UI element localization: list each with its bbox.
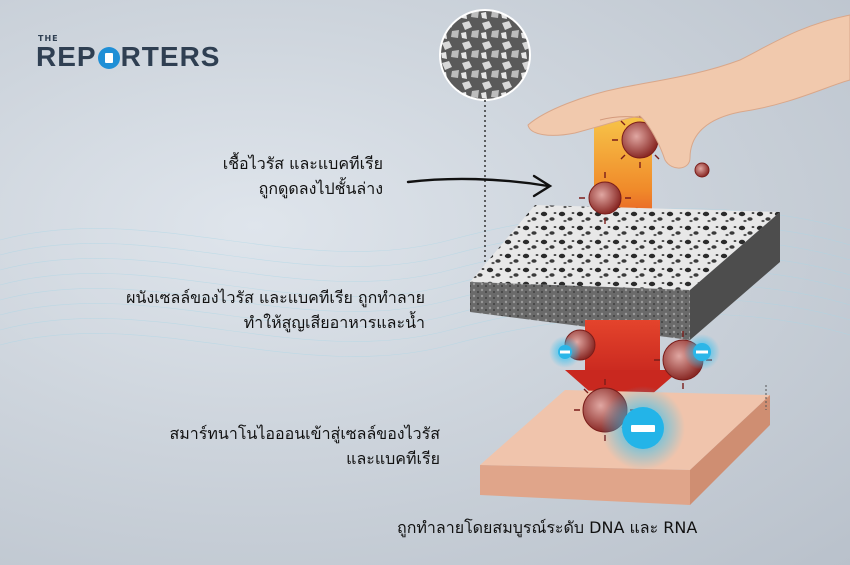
network-wave-background [0, 208, 850, 357]
logo-wordmark: REP RTERS [36, 41, 220, 73]
logo-part2: RTERS [120, 41, 221, 72]
label-membrane-line1: ผนังเซลล์ของไวรัส และแบคทีเรีย ถูกทำลาย [126, 288, 425, 307]
label-ion-line1: สมาร์ทนาโนไอออนเข้าสู่เซลล์ของไวรัส [169, 424, 440, 443]
label-virus-drawn-line2: ถูกดูดลงไปชั้นล่าง [258, 179, 383, 198]
label-ion-line2: และแบคทีเรีย [346, 449, 440, 468]
hand [527, 14, 850, 169]
label-virus-drawn-down: เชื้อไวรัส และแบคทีเรีย ถูกดูดลงไปชั้นล่… [223, 151, 383, 201]
logo-small-text: THE [38, 34, 59, 43]
label-dna-rna-destroyed: ถูกทำลายโดยสมบูรณ์ระดับ DNA และ RNA [397, 518, 698, 537]
logo-part1: REP [36, 41, 97, 72]
label-membrane-line2: ทำให้สูญเสียอาหารและน้ำ [243, 313, 425, 332]
porous-membrane [470, 205, 780, 340]
label-membrane-destroyed: ผนังเซลล์ของไวรัส และแบคทีเรีย ถูกทำลาย … [126, 285, 425, 335]
micrograph-circle [439, 9, 531, 101]
pointer-arrow [406, 174, 553, 198]
label-virus-drawn-line1: เชื้อไวรัส และแบคทีเรีย [222, 154, 383, 173]
ion-particles [549, 334, 720, 470]
logo-o-icon [97, 47, 120, 69]
label-ion-enters: สมาร์ทนาโนไอออนเข้าสู่เซลล์ของไวรัส และแ… [169, 421, 440, 471]
